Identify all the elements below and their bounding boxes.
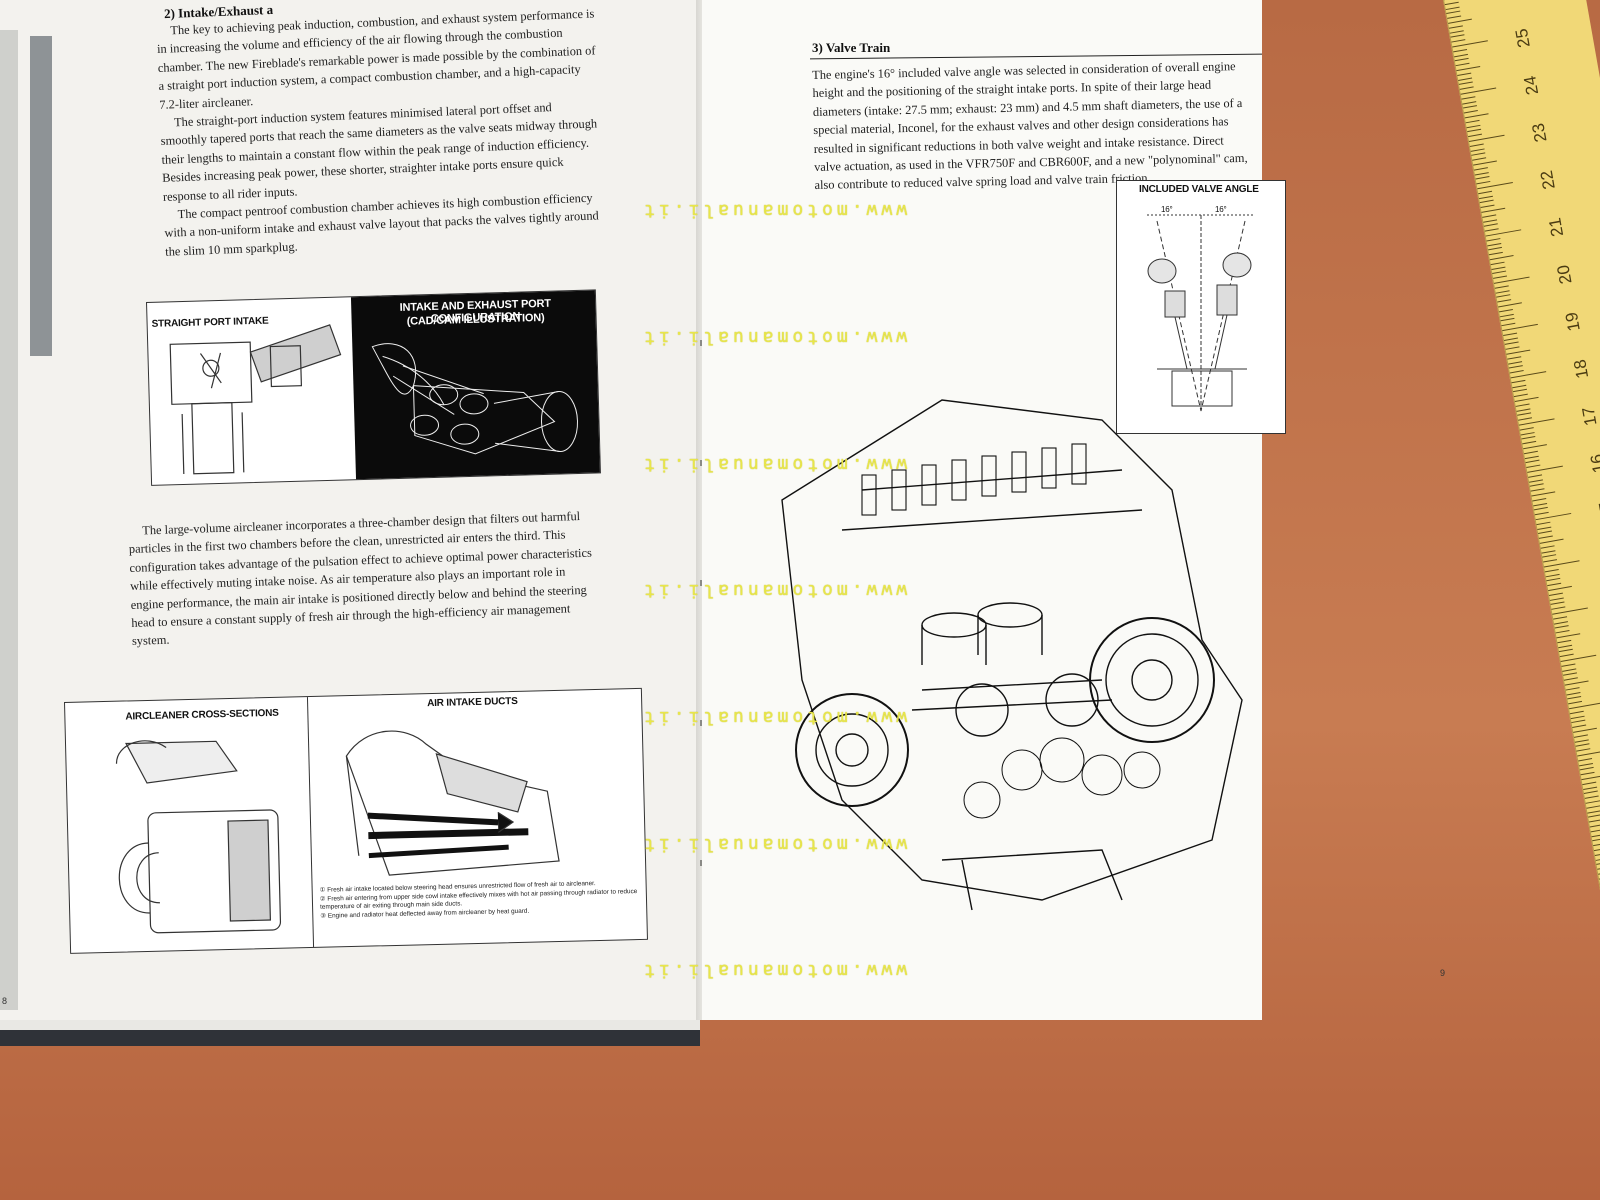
page-number-right: 9 [1440,968,1446,978]
watermark-text: www.motomanuali.it [640,454,908,475]
figure-label: STRAIGHT PORT INTAKE [151,315,269,330]
page-number: 8 [2,996,8,1006]
valve-angle-figure: INCLUDED VALVE ANGLE 16° 16° [1116,180,1286,434]
figure-captions: ① Fresh air intake located below steerin… [320,879,641,921]
watermark-text: www.motomanuali.it [640,327,908,348]
cad-illustration-panel: INTAKE AND EXHAUST PORT CONFIGURATION (C… [350,290,600,480]
aircleaner-figure: AIRCLEANER CROSS-SECTIONS AIR INTAKE DUC… [64,687,648,954]
watermark-text: www.motomanuali.it [640,707,908,728]
binding-stitch [700,720,703,726]
right-page: 3) Valve Train The engine's 16° included… [702,0,1445,1020]
aircleaner-section-drawing [115,740,282,934]
watermark-text: www.motomanuali.it [640,580,908,601]
page-shadow [0,30,18,1010]
watermark-text: www.motomanuali.it [640,834,908,855]
left-page: 2) Intake/Exhaust a The key to achieving… [0,0,702,1020]
engine-cutaway-illustration [781,399,1243,911]
valve-angle-drawing [1147,214,1255,412]
section-heading: 3) Valve Train [812,40,891,55]
binding-stitch [700,860,703,866]
paragraph: The key to achieving peak induction, com… [156,6,596,112]
binding-stitch [700,340,703,346]
binding-stitch [700,580,703,586]
figure-label: AIR INTAKE DUCTS [427,695,518,710]
cylinder-head-drawing [169,324,342,475]
paragraph: The large-volume aircleaner incorporates… [128,509,593,649]
binding-stitch [700,460,703,466]
angle-label-left: 16° [1161,205,1173,214]
aircleaner-text-block: The large-volume aircleaner incorporates… [128,507,598,651]
paragraph: The engine's 16° included valve angle wa… [812,59,1248,193]
page-edge-shadow [30,36,52,356]
intro-text-block: The key to achieving peak induction, com… [156,4,605,261]
paragraph: The straight-port induction system featu… [160,100,598,204]
figure-label: INCLUDED VALVE ANGLE [1139,184,1259,195]
port-wireframe-drawing [371,343,579,455]
watermark-text: www.motomanuali.it [640,960,908,981]
port-intake-figure: STRAIGHT PORT INTAKE INTAKE AND EXHAUST … [146,289,601,486]
watermark-text: www.motomanuali.it [640,200,908,221]
air-duct-drawing [345,730,560,876]
valve-train-text: The engine's 16° included valve angle wa… [812,57,1255,195]
angle-label-right: 16° [1215,205,1227,214]
